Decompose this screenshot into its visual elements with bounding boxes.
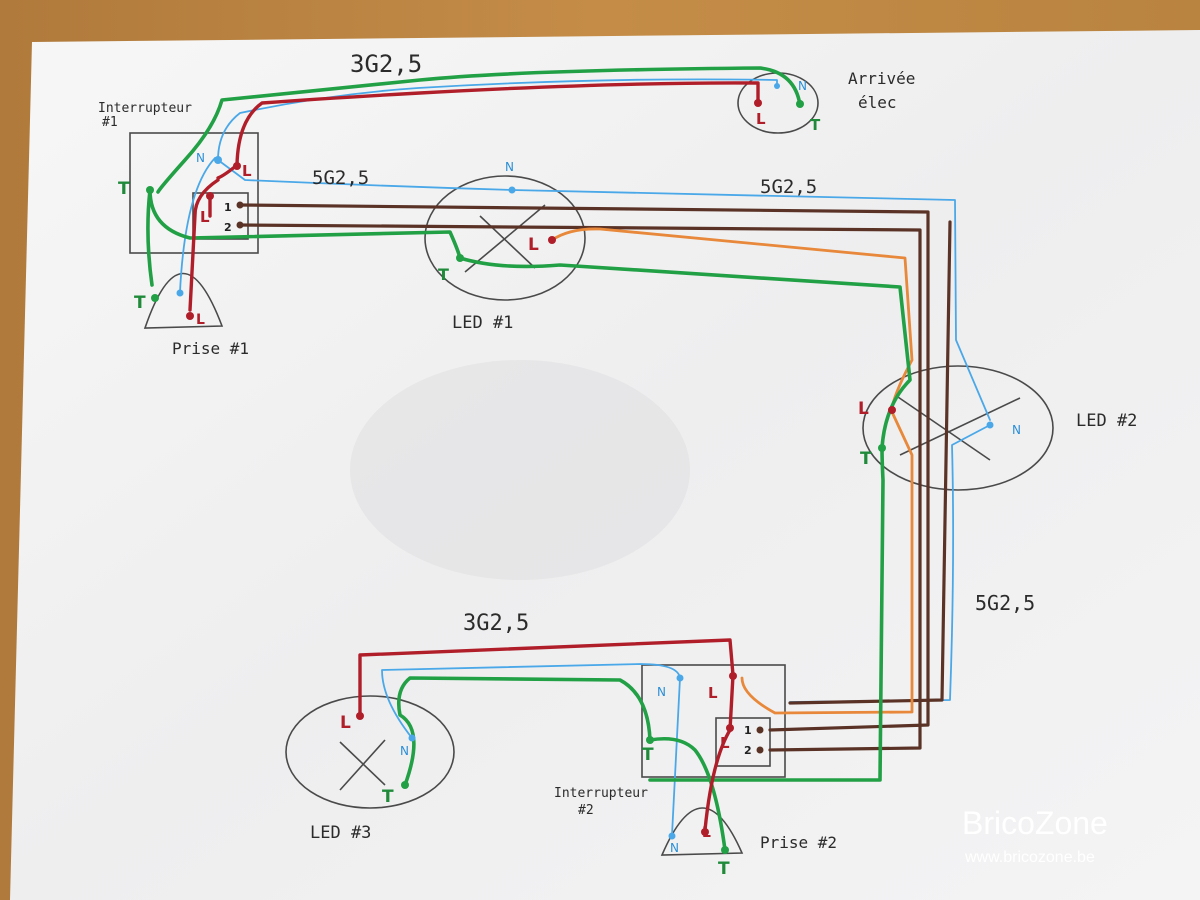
phase-int2-to-led3 (358, 638, 735, 717)
prise1-outline (143, 272, 224, 329)
int1-l-block: L (200, 208, 210, 226)
paper-shadow (350, 360, 690, 580)
int2-term-1: 1 (744, 724, 752, 737)
led2-cross-b (894, 394, 991, 461)
prise1-l: L (196, 312, 205, 328)
int2-l-block: L (720, 734, 730, 752)
arrivee-label-line1: Arrivée (848, 69, 915, 88)
led1-cross-b (479, 215, 536, 269)
led2-label: LED #2 (1076, 411, 1137, 431)
traveller-3 (788, 220, 952, 705)
phase-int1-to-prise1 (188, 178, 220, 312)
arrivee-t: T (810, 116, 821, 134)
neutral-int2-to-led3 (381, 663, 681, 739)
cable-label-upper-mid: 5G2,5 (312, 167, 369, 189)
watermark-url: www.bricozone.be (964, 849, 1095, 866)
int1-l-top: L (242, 162, 252, 180)
int1-term-1: 1 (224, 201, 232, 214)
neutral-wires (179, 78, 991, 836)
led3-l: L (340, 713, 351, 733)
neutral-int2-to-prise2 (671, 677, 681, 836)
cable-label-right: 5G2,5 (975, 591, 1035, 615)
led3-label: LED #3 (310, 823, 371, 843)
prise1-t: T (134, 293, 146, 313)
prise2-t: T (718, 859, 730, 879)
traveller-wires (238, 203, 952, 752)
prise1-label: Prise #1 (172, 339, 249, 358)
led3-n: N (400, 744, 409, 758)
prise2-label: Prise #2 (760, 833, 837, 852)
led1-t: T (438, 265, 449, 284)
phase-int2-to-prise2 (703, 673, 735, 832)
earth-arrivee-to-int1 (156, 66, 802, 194)
led2-l: L (858, 399, 869, 419)
earth-int2-to-prise2 (648, 736, 727, 852)
neutral-led1-to-led2 (511, 189, 991, 421)
interrupteur2-label-line2: #2 (578, 803, 594, 818)
int1-n: N (196, 151, 205, 165)
interrupteur2-terminal-block (715, 717, 771, 767)
prise2-n: N (670, 841, 679, 855)
neutral-arrivee-to-int1 (217, 78, 778, 161)
led2-t: T (860, 449, 872, 469)
arrivee-l: L (756, 110, 766, 128)
led1-l: L (528, 235, 539, 255)
arrivee-n: N (798, 79, 807, 93)
int2-t: T (642, 745, 654, 765)
led1-n: N (505, 160, 514, 174)
earth-int1-to-led1 (148, 188, 462, 260)
cable-label-bottom: 3G2,5 (463, 611, 529, 636)
neutral-int1-to-led1 (217, 159, 513, 191)
earth-int2-to-led3 (396, 676, 652, 787)
int1-t: T (118, 179, 130, 199)
interrupteur1-label-line1: Interrupteur (98, 101, 192, 116)
neutral-int1-to-prise1 (179, 157, 216, 293)
int2-n: N (657, 685, 666, 699)
return-led2-to-int2 (740, 410, 914, 715)
terminal-dots (146, 83, 994, 854)
led3-cross-a (339, 739, 386, 791)
traveller-2 (238, 223, 922, 752)
arrivee-label-line2: élec (858, 93, 897, 112)
cable-label-upper-right: 5G2,5 (760, 176, 817, 198)
led3-cross-b (339, 741, 386, 786)
int1-term-2: 2 (224, 221, 232, 234)
led3-outline (285, 695, 455, 809)
interrupteur2-label-line1: Interrupteur (554, 786, 648, 801)
neutral-led2-down (789, 424, 991, 703)
terminal-letters: N L T N L T L 1 2 T L N T L L T N N L T … (118, 79, 1021, 879)
earth-led1-to-led2 (458, 256, 912, 450)
paper-sheet (10, 30, 1200, 900)
watermark-brand: BricoZone (962, 805, 1108, 841)
cable-label-top: 3G2,5 (350, 50, 422, 78)
prise2-l: L (702, 825, 711, 841)
traveller-1 (238, 203, 930, 732)
led2-outline (862, 365, 1054, 491)
led3-t: T (382, 787, 394, 807)
led2-n: N (1012, 423, 1021, 437)
interrupteur1-label-line2: #1 (102, 115, 118, 130)
led1-label: LED #1 (452, 313, 513, 333)
int2-l-top: L (708, 684, 718, 702)
led1-outline (424, 175, 586, 301)
int2-term-2: 2 (744, 744, 752, 757)
